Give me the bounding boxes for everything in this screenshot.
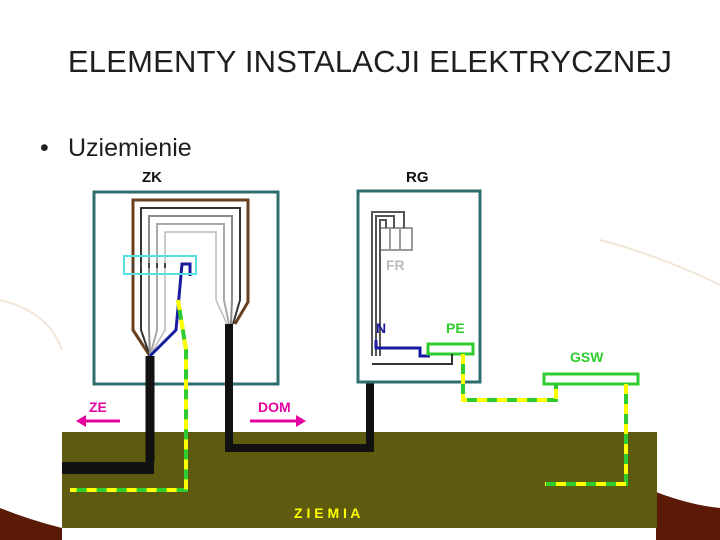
zk-fuse-highlight	[123, 255, 197, 275]
zk-wire-gray-2	[149, 223, 230, 357]
pe-label: PE	[446, 320, 465, 336]
n-wire	[374, 340, 430, 358]
zk-wire-gray-3	[149, 231, 228, 357]
slide-title: ELEMENTY INSTALACJI ELEKTRYCZNEJ	[67, 44, 673, 79]
dom-arrow-head	[296, 415, 306, 427]
gsw-bar	[542, 372, 640, 386]
zk-wire-gray-1	[148, 215, 233, 357]
zk-fuse-dots	[132, 263, 166, 268]
rg-wires	[371, 211, 405, 356]
n-label: N	[376, 320, 386, 336]
ze-label: ZE	[89, 399, 107, 415]
gsw-ground-wire-dash	[545, 384, 628, 486]
decor-curve-right	[599, 239, 720, 286]
corner-decor-bottom-right	[656, 492, 720, 540]
zk-wire-black	[140, 207, 241, 357]
fr-module-dividers	[389, 228, 401, 250]
rg-internal-link	[372, 354, 453, 365]
corner-decor-bottom-left	[0, 508, 62, 540]
zk-wire-brown	[131, 198, 250, 357]
decor-curve-left	[0, 299, 63, 351]
ground-black-bar	[62, 462, 154, 474]
zk-pe-wire-dash	[70, 299, 188, 492]
gsw-label: GSW	[570, 349, 604, 365]
zk-wire-blue	[148, 262, 192, 358]
zk-label: ZK	[142, 169, 162, 186]
fr-module	[379, 227, 413, 251]
ze-arrow-head	[76, 415, 86, 427]
bullet-dot-icon: •	[40, 134, 49, 162]
bullet-text: Uziemienie	[68, 134, 192, 162]
ziemia-label: Z I E M I A	[294, 505, 360, 521]
rg-pe-wire-dash	[461, 354, 558, 402]
dom-label: DOM	[258, 399, 291, 415]
rg-label: RG	[406, 169, 429, 186]
bullet-item: • Uziemienie	[40, 134, 192, 163]
pe-bar	[426, 342, 475, 356]
fr-label: FR	[386, 257, 405, 273]
house-cable-dom	[225, 324, 374, 452]
